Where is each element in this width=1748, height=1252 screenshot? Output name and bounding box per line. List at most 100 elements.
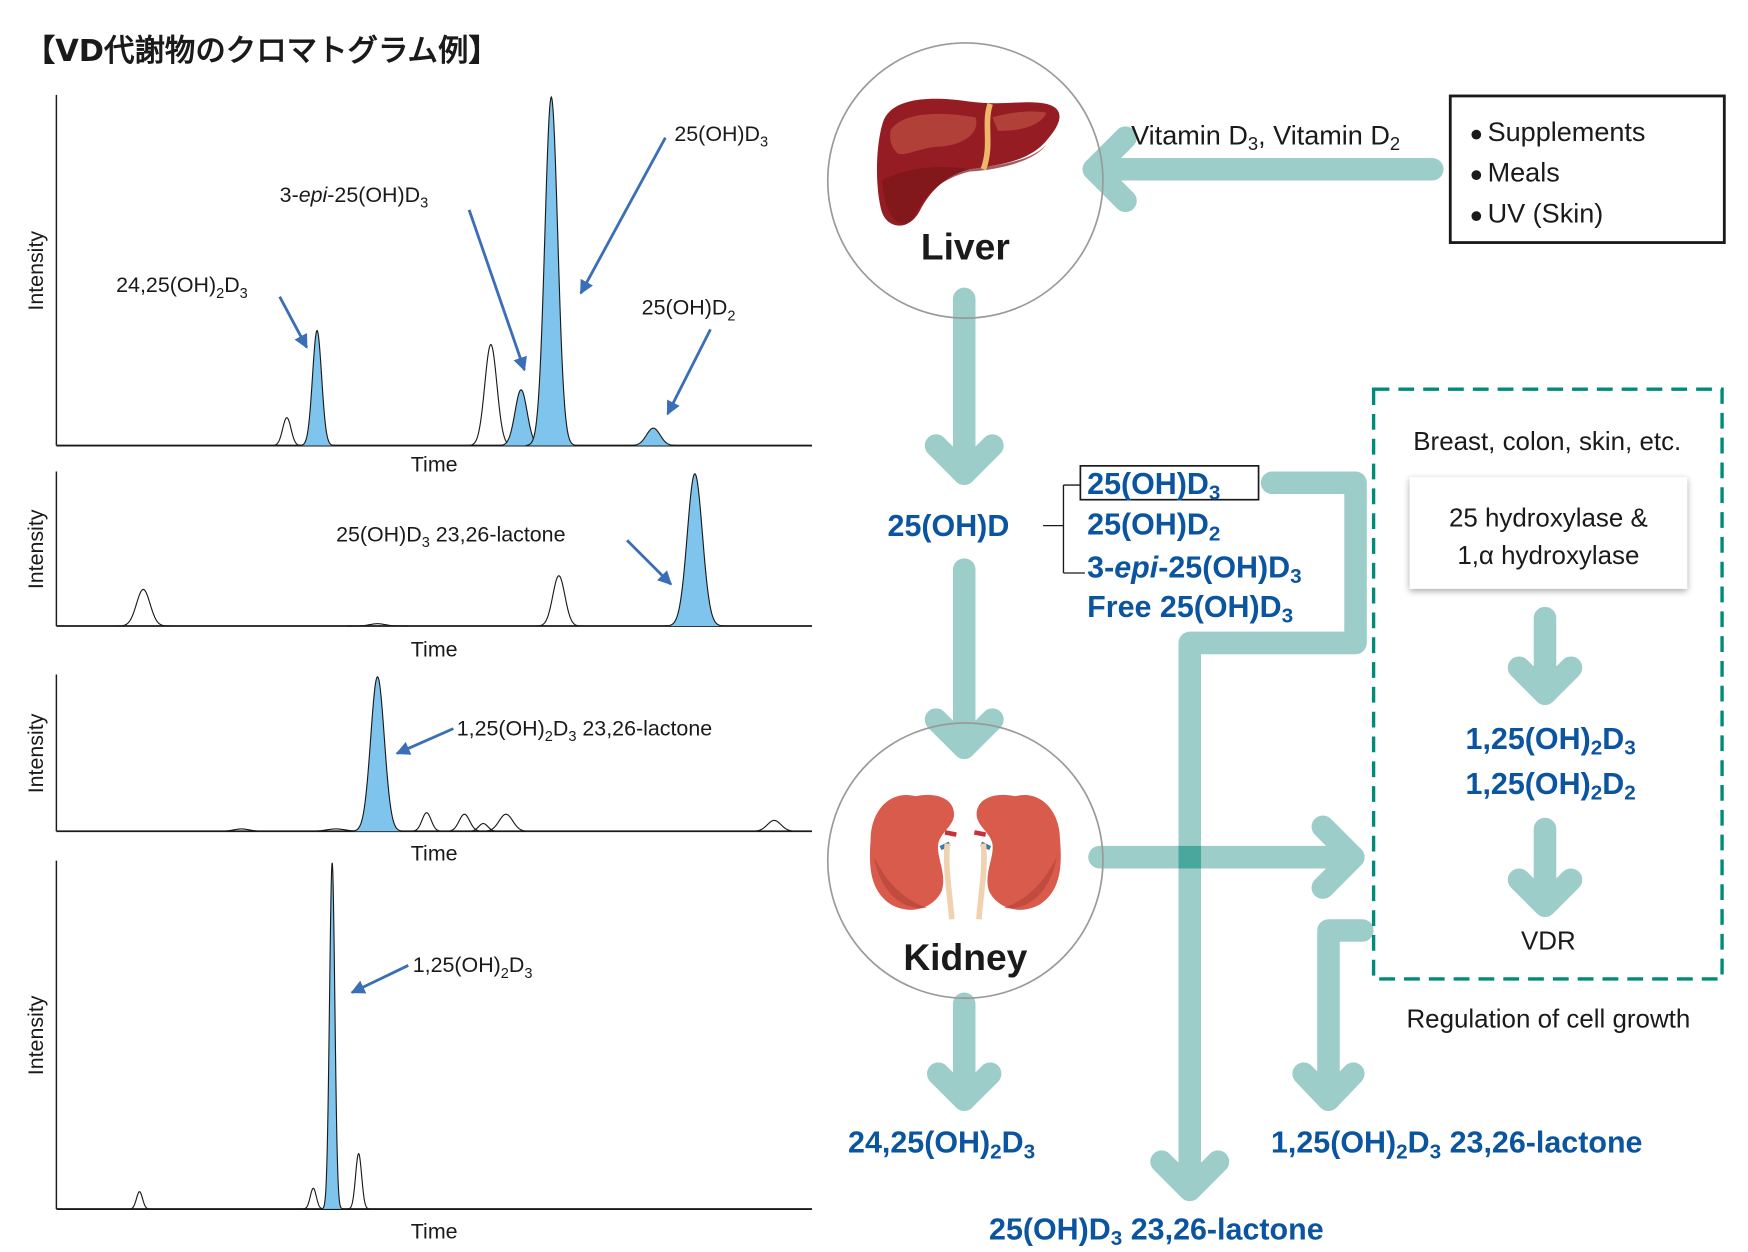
active-form-d2: 1,25(OH)2D2 bbox=[1466, 767, 1636, 805]
group-member-25ohd3: 25(OH)D3 bbox=[1087, 467, 1220, 505]
group-member-3-epi: 3-epi-25(OH)D3 bbox=[1087, 551, 1301, 589]
chromatogram-4: Time Intensity bbox=[24, 860, 812, 1243]
chart2-annotations: 25(OH)D3 23,26-lactone bbox=[336, 522, 673, 586]
peak-trace bbox=[534, 575, 584, 627]
peak-trace bbox=[211, 828, 272, 832]
source-item: ●Meals bbox=[1469, 158, 1559, 188]
highlight-box bbox=[1079, 465, 1260, 501]
peak bbox=[534, 575, 584, 627]
peak bbox=[408, 812, 445, 832]
outcome-label: Regulation of cell growth bbox=[1406, 1005, 1690, 1033]
peak-label-24-25-oh2-d3: 24,25(OH)2D3 bbox=[116, 273, 248, 302]
tissues-box-border bbox=[1371, 387, 1724, 981]
y-axis-label: Intensity bbox=[24, 713, 48, 793]
peak-fill bbox=[496, 389, 546, 446]
peak-fill bbox=[350, 676, 405, 832]
product-24-25-oh2-d3: 24,25(OH)2D3 bbox=[848, 1126, 1035, 1164]
peak-trace bbox=[465, 822, 502, 832]
sources-box: ●Supplements ●Meals ●UV (Skin) bbox=[1448, 94, 1726, 244]
peak-trace bbox=[478, 813, 534, 832]
peak-label-25-oh-d3: 25(OH)D3 bbox=[674, 122, 768, 151]
peak-trace bbox=[298, 329, 336, 447]
peak bbox=[346, 1152, 371, 1210]
peak-trace bbox=[116, 588, 171, 627]
peak-trace bbox=[408, 812, 445, 832]
peak bbox=[746, 819, 802, 832]
highlighted-peak bbox=[525, 95, 578, 447]
chart4-annotations: 1,25(OH)2D3 bbox=[350, 953, 533, 994]
peak-trace bbox=[127, 1191, 152, 1210]
kidney-label: Kidney bbox=[903, 936, 1027, 978]
source-item: ●UV (Skin) bbox=[1469, 198, 1603, 228]
arrowhead-icon bbox=[1292, 1062, 1365, 1111]
enzyme-box bbox=[1409, 477, 1688, 589]
peak bbox=[211, 828, 272, 832]
peak bbox=[465, 822, 502, 832]
peak bbox=[466, 343, 516, 447]
chromatograms: TimeIntensityTimeIntensityTimeIntensityT… bbox=[24, 94, 812, 1243]
vitamin-input-label: Vitamin D3, Vitamin D2 bbox=[1131, 120, 1400, 154]
peak-fill bbox=[321, 862, 343, 1209]
peak-fill bbox=[298, 330, 336, 446]
arrowhead-icon bbox=[1507, 656, 1583, 705]
kidney-icon bbox=[869, 794, 1061, 920]
arrowhead-icon bbox=[924, 434, 1004, 486]
group-member-free: Free 25(OH)D3 bbox=[1087, 590, 1293, 628]
liver-label: Liver bbox=[921, 225, 1010, 267]
x-axis-label: Time bbox=[411, 842, 458, 866]
peak-trace bbox=[270, 417, 304, 447]
highlighted-peak bbox=[664, 473, 726, 627]
x-axis-label: Time bbox=[411, 1219, 458, 1243]
figure-title: 【VD代謝物のクロマトグラム例】 bbox=[25, 34, 499, 69]
peak-label-25-oh-d3-lactone: 25(OH)D3 23,26-lactone bbox=[336, 522, 565, 551]
peak-trace bbox=[466, 343, 516, 447]
enzyme-line-2: 1,α hydroxylase bbox=[1457, 542, 1639, 570]
arrowhead-icon bbox=[1082, 126, 1137, 213]
bracket-connector bbox=[1043, 484, 1085, 574]
source-item: ●Supplements bbox=[1469, 117, 1645, 147]
highlighted-peak bbox=[298, 329, 336, 447]
highlighted-peak bbox=[350, 675, 405, 832]
peak-label-25-oh-d2: 25(OH)D2 bbox=[642, 296, 736, 325]
peak bbox=[127, 1191, 152, 1210]
annotation-arrow bbox=[395, 727, 454, 755]
annotation-arrow bbox=[467, 209, 527, 372]
peak bbox=[347, 623, 408, 627]
chart1-annotations: 24,25(OH)2D3 3-epi-25(OH)D3 25(OH)D3 25(… bbox=[116, 122, 768, 416]
annotation-arrow bbox=[666, 328, 712, 416]
arrowhead-icon bbox=[1507, 868, 1583, 917]
peak-trace bbox=[525, 95, 578, 447]
peak-trace bbox=[443, 813, 486, 832]
annotation-arrow bbox=[278, 296, 308, 349]
peak bbox=[116, 588, 171, 627]
arrowhead-icon bbox=[927, 1062, 1002, 1111]
peak bbox=[443, 813, 486, 832]
arrowhead-icon bbox=[1150, 1150, 1230, 1202]
sources-box-border bbox=[1448, 94, 1726, 244]
peak bbox=[478, 813, 534, 832]
flow-arrows bbox=[924, 126, 1583, 1202]
group-label-25ohd: 25(OH)D bbox=[888, 509, 1010, 543]
annotation-arrow bbox=[350, 964, 409, 994]
highlighted-peak bbox=[626, 427, 681, 447]
flow-arrow-25ohd3-to-lactone bbox=[1178, 471, 1367, 1202]
peak-trace bbox=[350, 675, 405, 832]
peak-trace bbox=[347, 623, 408, 627]
peak-trace bbox=[664, 473, 726, 627]
product-25-lactone: 25(OH)D3 23,26-lactone bbox=[989, 1212, 1324, 1250]
group-member-25ohd2: 25(OH)D2 bbox=[1087, 508, 1220, 546]
active-form-d3: 1,25(OH)2D3 bbox=[1466, 722, 1636, 760]
y-axis-label: Intensity bbox=[24, 995, 48, 1075]
y-axis-label: Intensity bbox=[24, 231, 48, 311]
chart3-annotations: 1,25(OH)2D3 23,26-lactone bbox=[395, 716, 712, 755]
tissues-box: Breast, colon, skin, etc. 25 hydroxylase… bbox=[1371, 387, 1724, 981]
liver-node: Liver bbox=[826, 42, 1104, 319]
peak-trace bbox=[626, 427, 681, 447]
peak-fill bbox=[664, 473, 726, 626]
annotation-arrow bbox=[626, 539, 673, 586]
peak-trace bbox=[346, 1152, 371, 1210]
peak-trace bbox=[746, 819, 802, 832]
peak-label-1-25-oh2-d3: 1,25(OH)2D3 bbox=[413, 953, 533, 982]
